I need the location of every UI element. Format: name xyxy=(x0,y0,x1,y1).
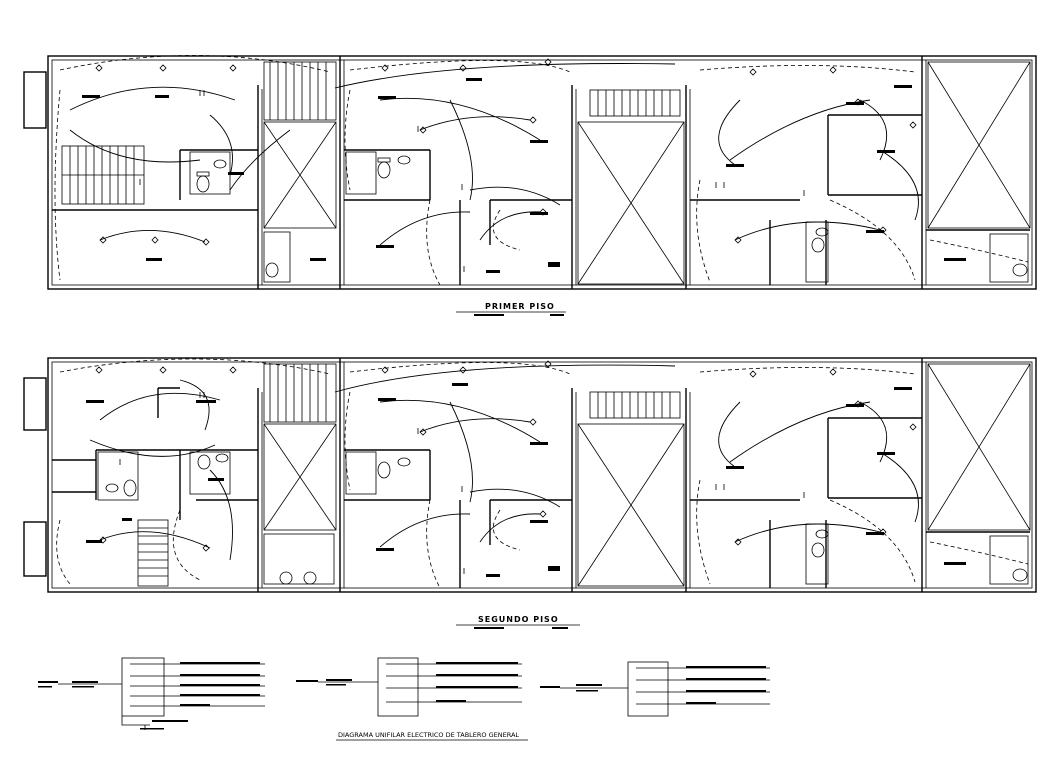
room-walls xyxy=(52,387,1030,588)
partition-walls xyxy=(257,56,923,289)
plan-title: PRIMER PISO xyxy=(456,302,566,316)
balcony xyxy=(23,521,47,577)
bathroom xyxy=(345,451,377,495)
stair-icon xyxy=(263,61,337,121)
sink-icon xyxy=(105,453,829,539)
plan-title: SEGUNDO PISO xyxy=(456,615,580,629)
plan-inner-outline xyxy=(51,361,1033,589)
bathroom xyxy=(989,535,1029,585)
bathroom xyxy=(345,151,377,195)
plan-outline xyxy=(47,357,1037,593)
toilet-icon xyxy=(265,262,279,278)
partition-walls-inner xyxy=(261,60,927,285)
wiring xyxy=(69,63,919,246)
plan-outline xyxy=(47,55,1037,290)
breaker-icon xyxy=(540,661,770,717)
balcony xyxy=(23,377,47,431)
bathroom xyxy=(263,231,291,283)
sink-icon xyxy=(213,155,829,237)
diagram-caption: DIAGRAMA UNIFILAR ELECTRICO DE TABLERO G… xyxy=(338,731,519,739)
toilet-icon xyxy=(196,171,210,193)
bathroom xyxy=(263,533,335,585)
toilet-icon xyxy=(377,157,391,179)
bathroom xyxy=(189,451,231,495)
toilet-icon xyxy=(1012,263,1028,277)
bathroom xyxy=(189,151,231,195)
stair-icon xyxy=(263,363,337,423)
wiring xyxy=(89,364,919,561)
stair-icon xyxy=(61,145,145,205)
second-floor-plan xyxy=(23,357,1037,593)
circuit-labels xyxy=(86,383,966,577)
switch-icon xyxy=(119,392,805,574)
svg-text:SEGUNDO PISO: SEGUNDO PISO xyxy=(478,615,559,624)
breaker-icon xyxy=(38,657,265,730)
bathroom xyxy=(97,451,139,501)
bathroom xyxy=(805,523,829,585)
light-fixture-icon xyxy=(95,58,917,246)
svg-text:PRIMER PISO: PRIMER PISO xyxy=(485,302,555,311)
toilet-icon xyxy=(123,454,1028,585)
bathroom xyxy=(989,233,1029,283)
stair-icon xyxy=(589,391,681,419)
plan-inner-outline xyxy=(51,59,1033,286)
first-floor-plan xyxy=(23,55,1037,290)
switch-icon xyxy=(139,90,805,272)
balcony xyxy=(23,71,47,129)
room-walls xyxy=(52,114,1030,285)
partition-walls-inner xyxy=(261,362,927,588)
breaker-icon xyxy=(296,657,522,717)
stair-icon xyxy=(137,519,169,587)
single-line-diagram: DIAGRAMA UNIFILAR ELECTRICO DE TABLERO G… xyxy=(38,657,770,741)
circuit-labels xyxy=(82,78,966,273)
light-well xyxy=(263,363,1031,587)
light-well xyxy=(263,61,1031,285)
partition-walls xyxy=(257,358,923,592)
lighting-circuit xyxy=(56,358,1029,589)
lighting-circuit xyxy=(54,55,1029,286)
light-fixture-icon xyxy=(95,360,917,552)
toilet-icon xyxy=(811,237,825,253)
stair-icon xyxy=(589,89,681,117)
